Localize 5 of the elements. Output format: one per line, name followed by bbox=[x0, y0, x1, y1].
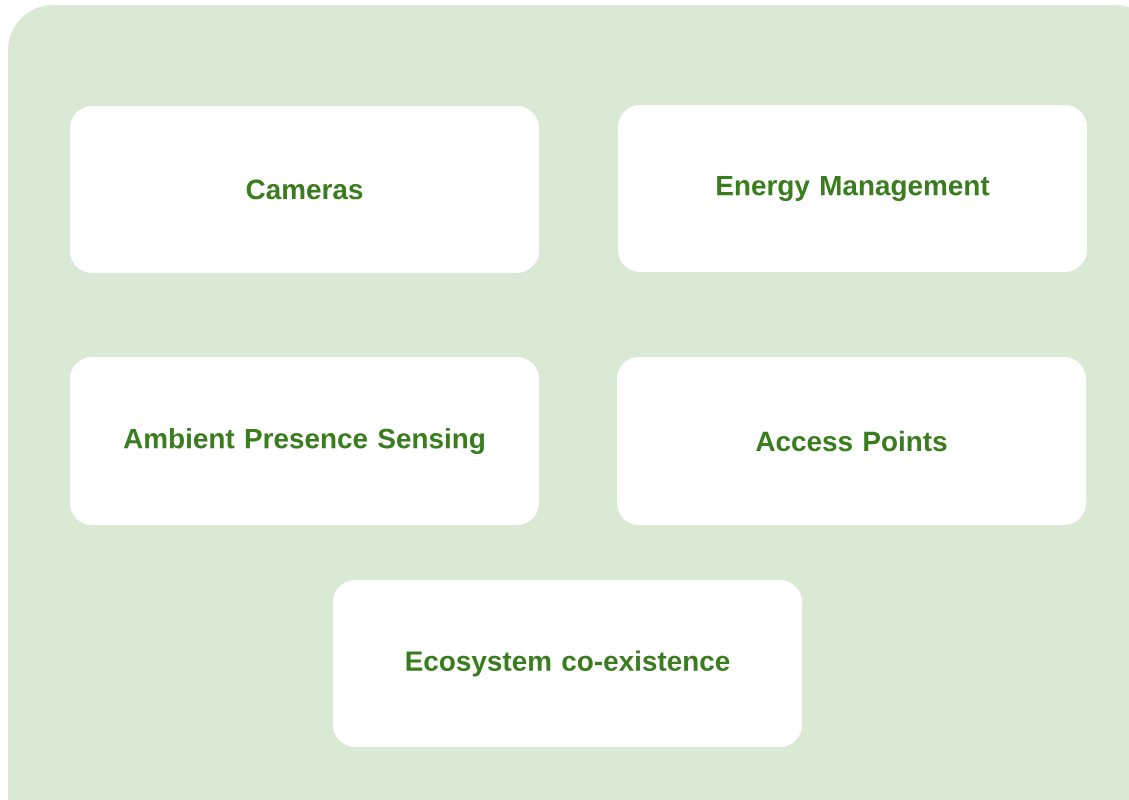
category-box: Ambient Presence Sensing bbox=[70, 357, 539, 525]
category-box: Ecosystem co-existence bbox=[333, 580, 802, 747]
category-box: Access Points bbox=[617, 357, 1086, 525]
category-box: Cameras bbox=[70, 106, 539, 273]
category-box: Energy Management bbox=[618, 105, 1087, 272]
